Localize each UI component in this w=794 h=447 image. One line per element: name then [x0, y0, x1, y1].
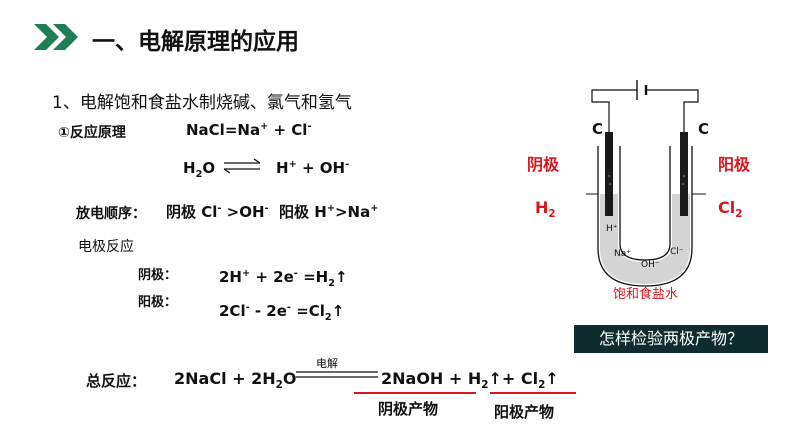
- right-electrode-label: C: [698, 120, 710, 138]
- total-products: 2NaOH + H2↑+ Cl2↑: [381, 369, 559, 392]
- ion-oh: OH⁻: [641, 260, 660, 270]
- cathode-equation: 2H+ + 2e- =H2↑: [219, 268, 348, 289]
- anode-product-label: 阳极产物: [494, 403, 555, 421]
- ion-h: H⁺: [606, 224, 618, 234]
- left-carbon-electrode: [605, 132, 613, 216]
- ion-cl: Cl⁻: [670, 247, 684, 257]
- water-products: H+ + OH-: [276, 159, 350, 177]
- electrolysis-condition: 电解: [316, 357, 338, 370]
- chlorine-label: Cl2: [718, 198, 743, 221]
- cathode-label-diagram: 阴极: [527, 155, 560, 174]
- anode-product-underline: [490, 392, 576, 394]
- total-reactants: 2NaCl + 2H2O: [174, 369, 297, 392]
- electrode-heading: 电极反应: [78, 239, 134, 255]
- double-chevron-icon: [34, 24, 78, 50]
- equilibrium-arrow-icon: [223, 158, 261, 174]
- water-equation: H2O: [183, 159, 216, 180]
- anode-label: 阳极：: [138, 295, 178, 310]
- diagram-caption: 饱和食盐水: [613, 287, 679, 302]
- cathode-label: 阴极：: [138, 268, 178, 283]
- principle-label: ①反应原理: [58, 125, 126, 141]
- anode-label-diagram: 阳极: [718, 155, 751, 174]
- discharge-label: 放电顺序：: [76, 206, 146, 222]
- question-box: 怎样检验两极产物？: [574, 325, 768, 353]
- cathode-product-underline: [354, 392, 476, 394]
- hydrogen-label: H2: [535, 198, 556, 221]
- page-title: 一、电解原理的应用: [92, 29, 299, 55]
- right-carbon-electrode: [680, 132, 688, 216]
- total-label: 总反应：: [86, 372, 147, 390]
- ion-na: Na⁺: [614, 249, 631, 259]
- discharge-order: 阴极 Cl- >OH- 阳极 H+>Na+: [166, 203, 379, 221]
- reaction-double-line: [296, 371, 378, 378]
- left-electrode-label: C: [592, 120, 604, 138]
- anode-equation: 2Cl- - 2e- =Cl2↑: [219, 302, 345, 323]
- section-heading: 1、电解饱和食盐水制烧碱、氯气和氢气: [52, 93, 352, 113]
- cathode-product-label: 阴极产物: [378, 400, 439, 418]
- u-tube-apparatus: [586, 80, 706, 287]
- dissociation-equation: NaCl=Na+ + Cl-: [186, 121, 312, 139]
- header-icon: [34, 22, 82, 52]
